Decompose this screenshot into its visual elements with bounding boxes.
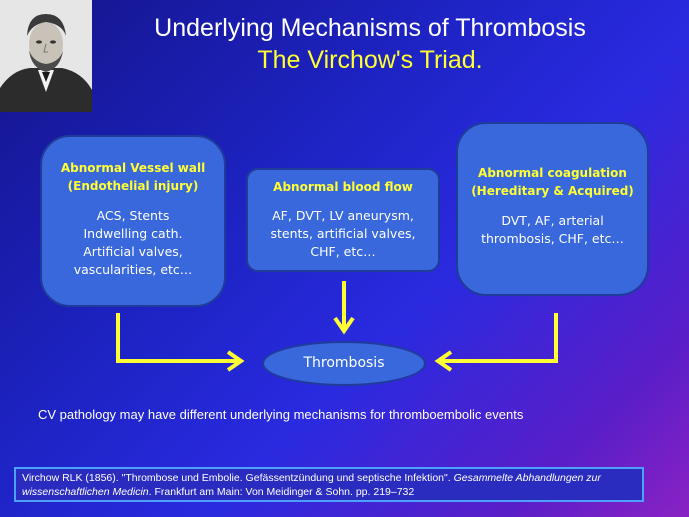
coagulation-subheading: (Hereditary & Acquired)	[471, 184, 634, 198]
vessel-wall-subheading: (Endothelial injury)	[67, 179, 199, 193]
vessel-wall-item: Artificial valves,	[83, 244, 183, 259]
reference-details: . Frankfurt am Main: Von Meidinger & Soh…	[148, 486, 415, 498]
reference-box: Virchow RLK (1856). "Thrombose und Embol…	[14, 467, 644, 502]
portrait-image	[0, 0, 92, 112]
slide-subtitle: The Virchow's Triad.	[257, 46, 483, 74]
blood-flow-heading: Abnormal blood flow	[273, 180, 413, 194]
blood-flow-item: stents, artificial valves,	[270, 226, 416, 241]
vessel-wall-item: Indwelling cath.	[83, 226, 183, 241]
thrombosis-node: Thrombosis	[262, 341, 426, 386]
arrow-down-head	[333, 316, 355, 335]
vessel-wall-item: vascularities, etc…	[73, 262, 193, 277]
reference-journal: Gesammelte Abhandlungen zur wissenschaft…	[22, 472, 601, 498]
arrow-left-head	[226, 350, 245, 372]
coagulation-heading: Abnormal coagulation	[478, 166, 627, 180]
coagulation-box: Abnormal coagulation (Hereditary & Acqui…	[456, 122, 649, 296]
blood-flow-item: CHF, etc…	[310, 244, 376, 259]
vessel-wall-box: Abnormal Vessel wall (Endothelial injury…	[40, 135, 226, 307]
vessel-wall-item: ACS, Stents	[96, 208, 170, 223]
coagulation-item: thrombosis, CHF, etc…	[481, 231, 624, 246]
coagulation-item: DVT, AF, arterial	[501, 213, 604, 228]
slide-title: Underlying Mechanisms of Thrombosis	[154, 14, 586, 42]
vessel-wall-heading: Abnormal Vessel wall	[60, 161, 206, 175]
arrow-right-icon	[440, 313, 558, 363]
caption-text: CV pathology may have different underlyi…	[38, 407, 524, 422]
reference-text: Virchow RLK (1856). "Thrombose und Embol…	[22, 472, 454, 484]
blood-flow-box: Abnormal blood flow AF, DVT, LV aneurysm…	[246, 168, 440, 272]
arrow-right-head	[434, 350, 453, 372]
blood-flow-item: AF, DVT, LV aneurysm,	[272, 208, 414, 223]
arrow-left-icon	[116, 313, 240, 363]
